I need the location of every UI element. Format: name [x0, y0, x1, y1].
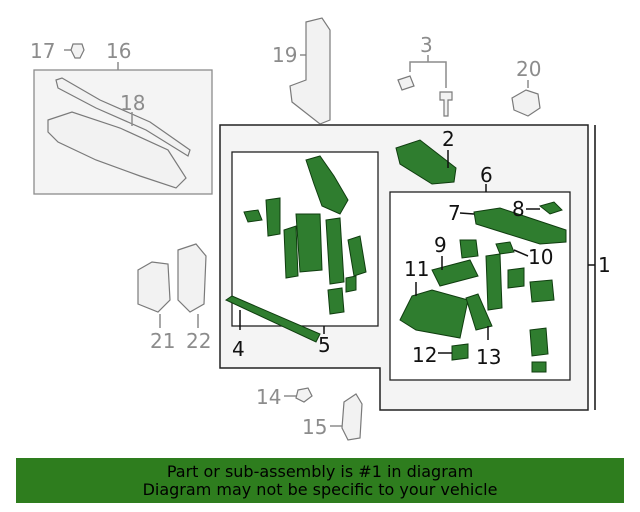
- callout-6: 6: [480, 163, 493, 187]
- part-4-green: [224, 295, 321, 343]
- callout-20: 20: [516, 57, 541, 81]
- clip-17-part: [64, 43, 85, 59]
- brackets-21-22-part: [137, 243, 207, 328]
- callout-15: 15: [302, 415, 327, 439]
- part-15: [330, 393, 363, 441]
- subassembly-5-parts: [243, 155, 367, 315]
- part-14: [284, 387, 313, 403]
- cowl-panel-part: [47, 77, 191, 189]
- callout-14: 14: [256, 385, 281, 409]
- subassembly-6-parts: [399, 201, 567, 373]
- callout-10: 10: [528, 245, 553, 269]
- disclaimer-line-1: Part or sub-assembly is #1 in diagram: [166, 461, 474, 481]
- callout-1-bracket: [588, 125, 596, 410]
- bolts-3-part: [397, 55, 453, 117]
- callout-17: 17: [30, 39, 55, 63]
- callout-16: 16: [106, 39, 131, 63]
- callout-12: 12: [412, 343, 437, 367]
- callout-22: 22: [186, 329, 211, 353]
- callout-5: 5: [318, 333, 331, 357]
- callout-11: 11: [404, 257, 429, 281]
- callout-18: 18: [120, 91, 145, 115]
- callout-9: 9: [434, 233, 447, 257]
- callout-2: 2: [442, 127, 455, 151]
- sensor-20-part: [511, 80, 541, 117]
- callout-7: 7: [448, 201, 461, 225]
- callout-1: 1: [598, 253, 611, 277]
- callout-3: 3: [420, 33, 433, 57]
- callout-13: 13: [476, 345, 501, 369]
- callout-21: 21: [150, 329, 175, 353]
- callout-4: 4: [232, 337, 245, 361]
- disclaimer-banner: Part or sub-assembly is #1 in diagram Di…: [16, 458, 624, 503]
- bracket-19-part: [289, 17, 331, 125]
- disclaimer-line-2: Diagram may not be specific to your vehi…: [142, 479, 498, 499]
- callout-8: 8: [512, 197, 525, 221]
- callout-19: 19: [272, 43, 297, 67]
- part-2-green: [395, 139, 457, 185]
